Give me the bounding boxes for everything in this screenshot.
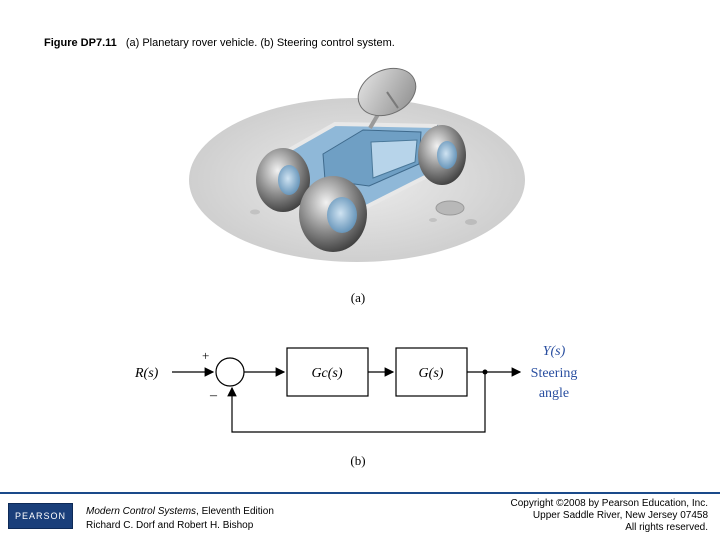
book-info: Modern Control Systems, Eleventh Edition…	[86, 505, 274, 533]
output-desc-angle: angle	[539, 386, 569, 401]
input-label: R(s)	[134, 366, 159, 381]
rock	[435, 200, 465, 216]
copyright-line-2: Upper Saddle River, New Jersey 07458	[532, 510, 708, 521]
copyright-line-3: All rights reserved.	[625, 522, 708, 533]
steering-block-diagram: (a) R(s) + – Gc(s) G(s) Y(s) Steering an…	[134, 290, 578, 468]
output-label: Y(s)	[543, 344, 566, 359]
controller-block-label: Gc(s)	[311, 366, 342, 381]
rover-frame	[276, 121, 438, 159]
summing-junction	[215, 357, 245, 387]
book-title: Modern Control Systems	[86, 506, 197, 517]
figure-caption-text: (a) Planetary rover vehicle. (b) Steerin…	[125, 37, 395, 49]
book-edition: , Eleventh Edition	[196, 506, 274, 517]
copyright-notice: Copyright ©2008 by Pearson Education, In…	[511, 498, 709, 534]
book-authors: Richard C. Dorf and Robert H. Bishop	[86, 520, 254, 531]
output-desc-steering: Steering	[531, 366, 578, 381]
wheel-front-right	[299, 176, 367, 252]
minus-sign: –	[209, 388, 218, 403]
part-b-label: (b)	[350, 453, 365, 468]
book-title-line: Modern Control Systems, Eleventh Edition	[86, 505, 274, 519]
controller-block	[286, 347, 369, 397]
plant-block	[395, 347, 468, 397]
rock	[429, 218, 437, 222]
plant-block-label: G(s)	[419, 366, 444, 381]
figure-label: Figure DP7.11	[44, 37, 117, 49]
feedback-path	[227, 372, 486, 433]
copyright-line-1: Copyright ©2008 by Pearson Education, In…	[510, 498, 709, 509]
wheel-rear-right	[418, 125, 466, 185]
rock	[465, 219, 477, 225]
rover-window	[370, 139, 418, 179]
plus-sign: +	[202, 348, 209, 363]
pearson-logo-text: PEARSON	[14, 511, 66, 521]
part-a-label: (a)	[351, 290, 365, 305]
rock	[250, 209, 260, 215]
pearson-logo: PEARSON	[8, 503, 73, 529]
wheel-front-left	[256, 148, 310, 212]
footer-divider	[0, 492, 720, 494]
figure-caption: Figure DP7.11 (a) Planetary rover vehicl…	[44, 37, 395, 49]
rover-illustration	[189, 67, 525, 262]
dish-feed	[386, 91, 399, 109]
